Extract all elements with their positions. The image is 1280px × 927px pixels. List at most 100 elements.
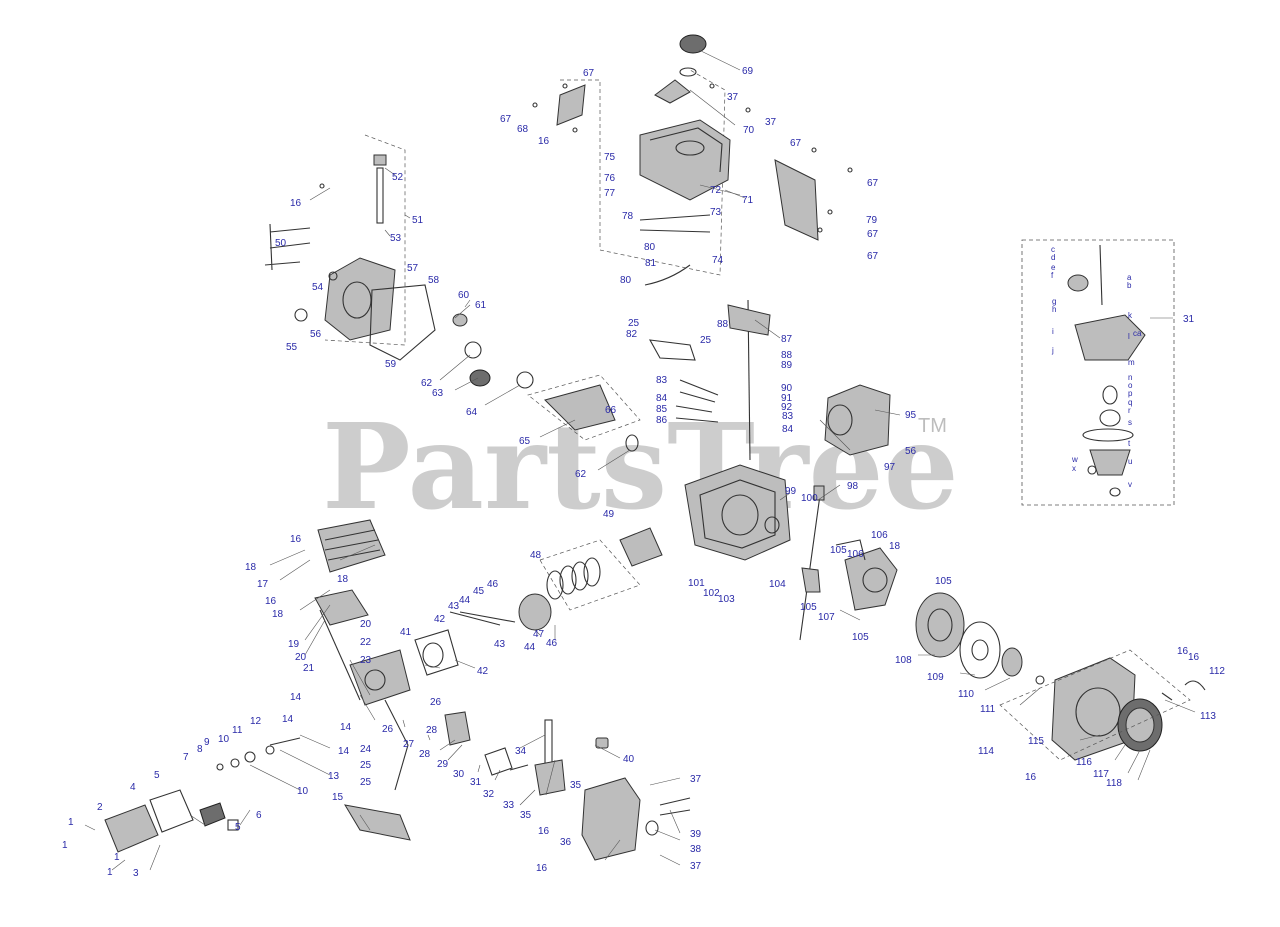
crankcase-block[interactable] [684,464,791,561]
callout-18: 18 [337,574,349,585]
callout-63: 63 [432,388,444,399]
carburetor[interactable] [534,759,566,796]
callout-29: 29 [437,759,449,770]
governor-arm[interactable] [344,804,411,841]
callout-102: 102 [703,588,720,599]
callout-82: 82 [626,329,638,340]
callout-labels: 1 1 1 1 2 3 4 5 5 6 7 8 9 10 10 11 12 13… [62,66,1225,879]
dipstick-cap[interactable] [813,485,825,501]
muffler[interactable] [314,589,369,626]
callout-72: 72 [710,185,722,196]
fuel-cap[interactable] [679,34,707,54]
callout-67: 67 [867,251,879,262]
callout-66: 66 [605,405,617,416]
callout-53: 53 [390,233,402,244]
callout-44: 44 [459,595,471,606]
callout-78: 78 [622,211,634,222]
callout-54: 54 [312,282,324,293]
carb-callout-ca: ca [1133,329,1142,338]
callout-41: 41 [400,627,412,638]
carb-callout-w: w [1071,455,1078,464]
governor-cap[interactable] [373,154,387,166]
callout-113: 113 [1200,711,1216,722]
crankshaft[interactable] [544,384,616,431]
fan-hub[interactable] [1001,647,1023,677]
callout-61: 61 [475,300,487,311]
callout-108: 108 [895,655,912,666]
callout-18: 18 [272,609,284,620]
callout-51: 51 [412,215,424,226]
callout-81: 81 [645,258,657,269]
leader-lines [84,49,1196,871]
callout-50: 50 [275,238,287,249]
callout-105: 105 [935,576,952,587]
carb-callout-o: o [1128,381,1133,390]
carb-callout-x: x [1072,464,1076,473]
carb-bracket[interactable] [444,711,471,746]
callout-114: 114 [978,746,994,757]
callout-106: 106 [871,530,888,541]
callout-37: 37 [690,774,702,785]
callout-45: 45 [473,586,485,597]
head-muffler-group [314,519,501,706]
cylinder-head[interactable] [349,649,411,706]
callout-24: 24 [360,744,372,755]
callout-76: 76 [604,173,616,184]
valve-cover[interactable] [104,804,159,853]
connecting-rod[interactable] [619,527,663,567]
piston-group [459,527,663,631]
piston[interactable] [518,593,552,631]
flywheel[interactable] [915,592,965,658]
fuel-tank[interactable] [639,119,731,201]
carb-callout-v: v [1128,480,1132,489]
carb-callout-q: q [1128,398,1132,407]
rocker-arm[interactable] [199,802,226,827]
callout-83: 83 [656,375,668,386]
callout-15: 15 [332,792,344,803]
air-cleaner-base[interactable] [581,777,641,861]
callout-12: 12 [250,716,262,727]
callout-23: 23 [360,655,372,666]
callout-37: 37 [765,117,777,128]
throttle-bracket[interactable] [727,304,771,336]
carb-callout-r: r [1128,406,1131,415]
callout-105: 105 [830,545,847,556]
cam-gear[interactable] [469,369,491,387]
carb-callout-g: g [1052,297,1056,306]
ignition-coil[interactable] [844,547,898,611]
carb-callout-s: s [1128,418,1132,427]
callout-28: 28 [426,725,438,736]
callout-13: 13 [328,771,340,782]
electric-starter[interactable] [824,384,891,456]
callout-8: 8 [197,744,203,755]
crankcase-cover[interactable] [324,257,396,341]
callout-16: 16 [536,863,548,874]
callout-117: 117 [1093,769,1109,780]
callout-106: 106 [847,549,864,560]
callout-14: 14 [340,722,352,733]
callout-47: 47 [533,629,545,640]
cover-gasket[interactable] [369,284,436,361]
callout-74: 74 [712,255,724,266]
head-gasket[interactable] [414,629,459,676]
carb-callout-f: f [1051,271,1054,280]
carburetor-body[interactable] [1074,314,1146,361]
carb-callout-t: t [1128,439,1131,448]
cooling-fan[interactable] [959,621,1001,679]
callout-14: 14 [338,746,350,757]
callout-69: 69 [742,66,754,77]
carb-callout-h: h [1052,305,1056,314]
tank-bracket-left[interactable] [556,84,586,126]
callout-40: 40 [623,754,635,765]
callout-28: 28 [419,749,431,760]
callout-56: 56 [310,329,322,340]
engine-block [648,299,891,641]
callout-31: 31 [1183,314,1195,325]
callout-25: 25 [360,760,372,771]
float-bowl[interactable] [1089,449,1131,476]
callout-85: 85 [656,404,668,415]
carb-callout-u: u [1128,457,1132,466]
carburetor-inset [1021,239,1175,506]
tank-bracket-right[interactable] [774,159,819,241]
